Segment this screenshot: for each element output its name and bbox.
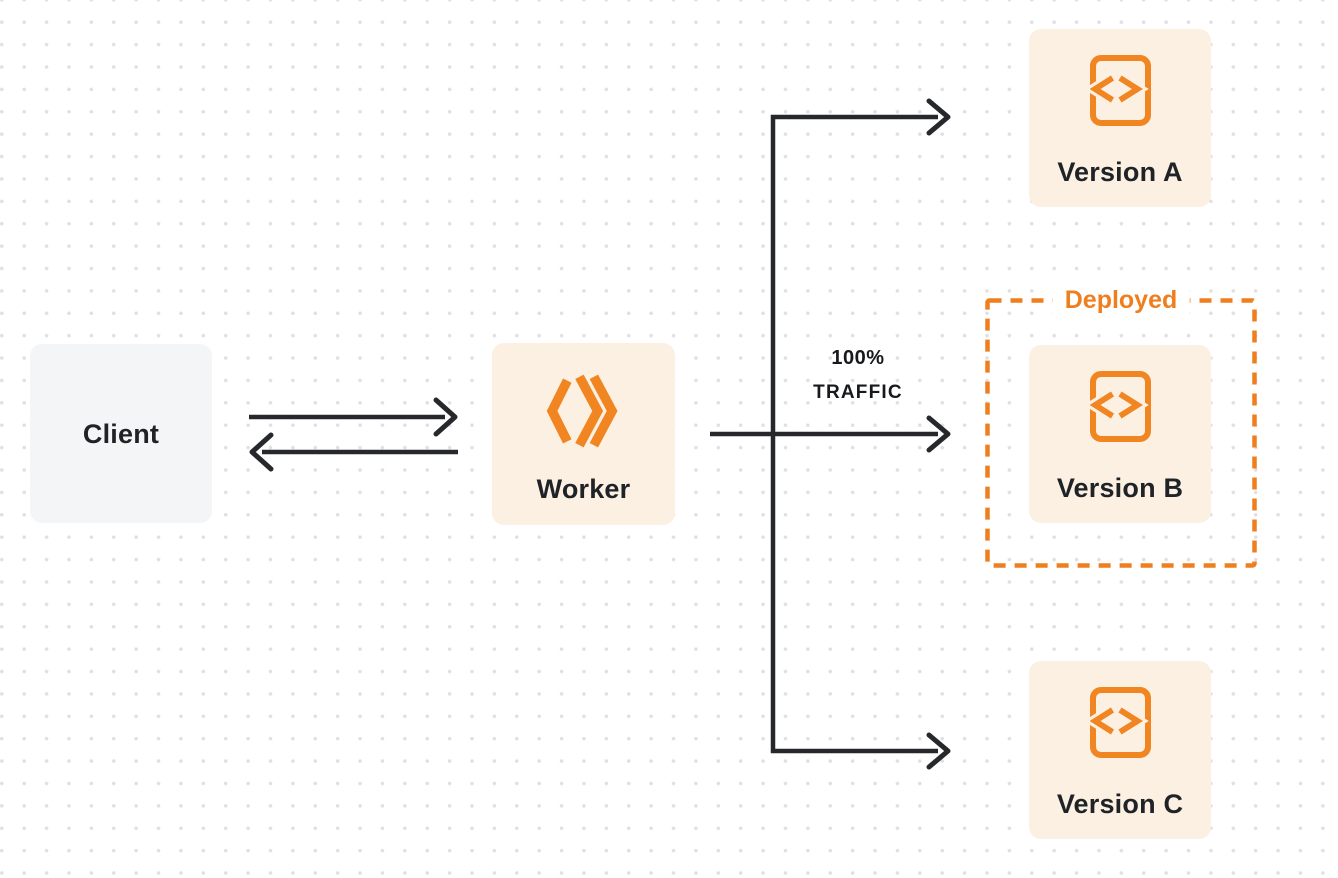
version-a-label: Version A: [1057, 157, 1183, 187]
code-file-icon: [1089, 55, 1151, 126]
arrow-worker-fanout-trunk: [770, 114, 938, 754]
traffic-word: TRAFFIC: [813, 382, 903, 403]
arrow-client-to-worker: [249, 397, 458, 437]
arrow-worker-to-client: [249, 432, 458, 472]
version-c-label: Version C: [1056, 789, 1184, 819]
code-file-icon: [1089, 687, 1151, 758]
client-node: Client: [30, 344, 212, 523]
arrow-worker-to-version-b: [710, 415, 951, 453]
traffic-label: 100% TRAFFIC: [788, 344, 928, 405]
arrow-worker-to-version-c: [926, 732, 951, 770]
version-c-node: Version C: [1029, 661, 1211, 839]
worker-label: Worker: [536, 474, 631, 504]
traffic-percent: 100%: [831, 347, 885, 369]
cloudflare-workers-icon: [546, 374, 618, 448]
version-a-node: Version A: [1029, 29, 1211, 207]
code-file-icon: [1089, 371, 1151, 442]
client-label: Client: [82, 418, 160, 449]
deployed-group: Deployed: [985, 285, 1257, 568]
deployed-label: Deployed: [1052, 285, 1190, 315]
version-b-label: Version B: [1056, 473, 1184, 503]
worker-node: Worker: [492, 343, 675, 525]
version-b-node: Version B: [1029, 345, 1211, 523]
arrow-worker-to-version-a: [926, 98, 951, 136]
